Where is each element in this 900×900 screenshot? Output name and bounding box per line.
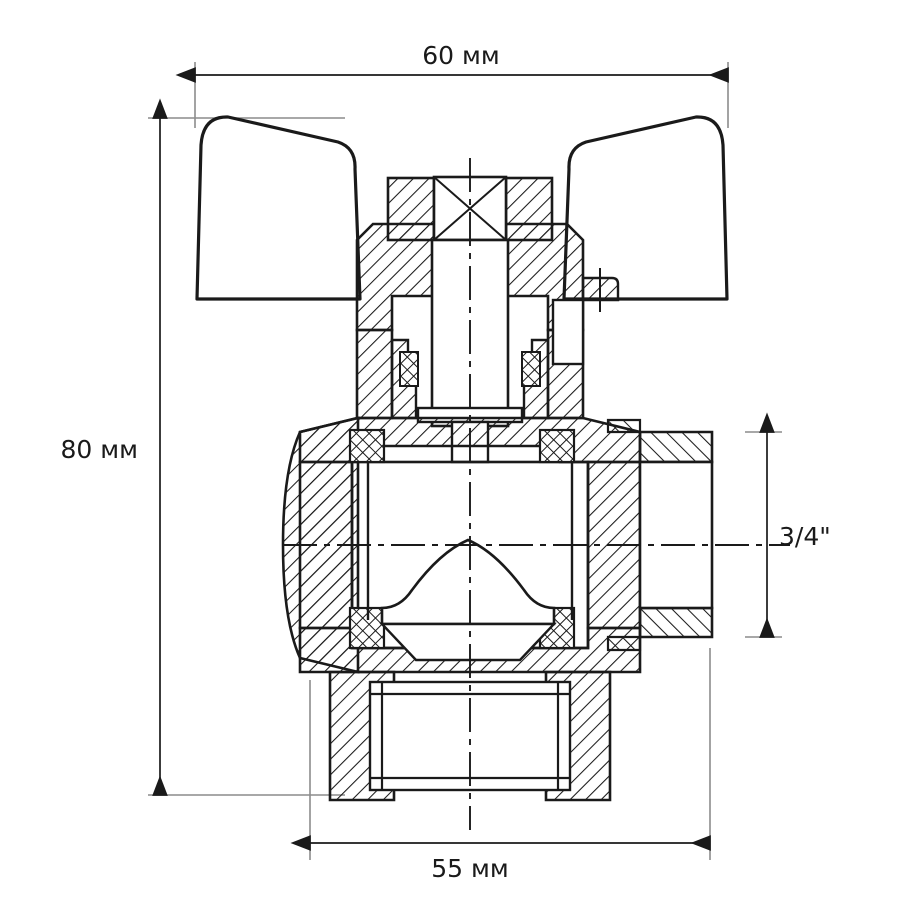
bore-outline <box>366 462 574 620</box>
ball <box>379 538 557 662</box>
dimension-label-width-bottom: 55 мм <box>431 854 508 883</box>
dimension-width-top: 60 мм <box>175 41 729 83</box>
stop-pin <box>551 268 620 366</box>
dimension-label-height-left: 80 мм <box>61 435 138 464</box>
outlet-right <box>606 418 714 652</box>
outlet-bottom <box>328 670 612 802</box>
handle-wing-right[interactable] <box>562 115 729 301</box>
dimension-label-bore: 3/4" <box>779 522 831 551</box>
center-lines <box>283 158 790 830</box>
dimension-height-left: 80 мм <box>61 98 168 796</box>
dimension-width-bottom: 55 мм <box>290 835 711 883</box>
dimension-bore-right: 3/4" <box>759 412 831 638</box>
dimension-label-width-top: 60 мм <box>422 41 499 70</box>
handle-wing-left[interactable] <box>195 115 362 301</box>
